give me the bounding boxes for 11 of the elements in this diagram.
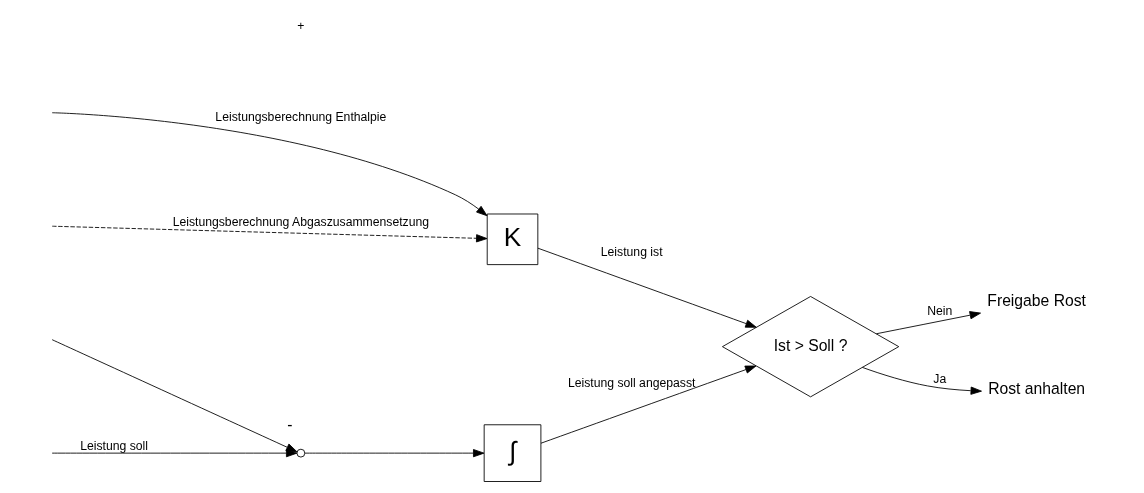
node-text: Freigabe Rost bbox=[987, 291, 1086, 309]
edge-label: - bbox=[287, 416, 293, 434]
edge-label: Ja bbox=[933, 371, 947, 386]
edge-label: Leistung soll bbox=[80, 438, 149, 453]
edge-label: Leistungsberechnung Enthalpie bbox=[215, 109, 387, 124]
edge-label: Nein bbox=[927, 304, 953, 319]
edge-label: Leistung ist bbox=[600, 245, 663, 260]
label: + bbox=[297, 19, 305, 34]
edge-label: Leistungsberechnung Abgaszusammensetzung bbox=[172, 215, 430, 230]
node-text: Rost anhalten bbox=[988, 380, 1086, 398]
edge-label: Leistung soll angepasst bbox=[567, 375, 696, 390]
